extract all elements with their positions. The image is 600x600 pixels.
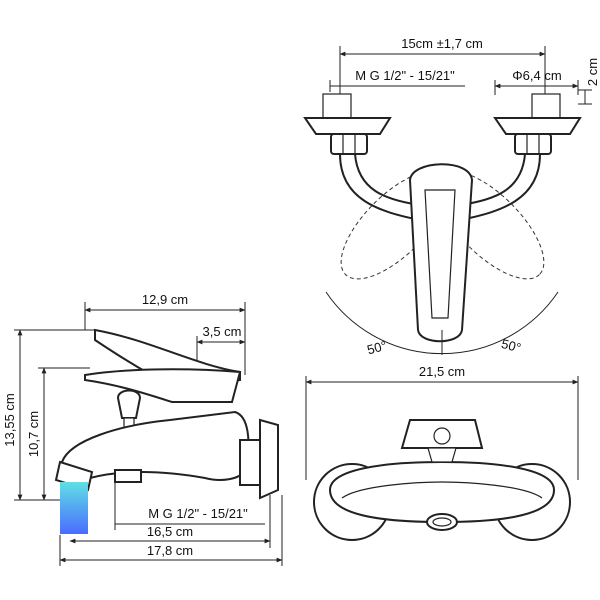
water-stream xyxy=(60,482,88,534)
side-connector xyxy=(239,439,261,486)
dim-diameter-label: Φ6,4 cm xyxy=(512,68,561,83)
body-arms xyxy=(338,153,542,221)
angle-left-label: 50° xyxy=(365,338,388,358)
diverter-knob xyxy=(116,389,142,419)
front-handle-base xyxy=(427,447,457,463)
top-view: 15cm ±1,7 cm M G 1/2" - 15/21" Φ6,4 cm 2… xyxy=(303,36,600,358)
dim-handle-length-label: 12,9 cm xyxy=(142,292,188,307)
dim-spout-label: 16,5 cm xyxy=(147,524,193,539)
dim-total-depth-label: 17,8 cm xyxy=(147,543,193,558)
angle-right-label: 50° xyxy=(500,336,523,356)
front-aerator-mesh xyxy=(432,517,452,527)
dim-overall-label: 15cm ±1,7 cm xyxy=(401,36,483,51)
dim-width-label: 21,5 cm xyxy=(419,364,465,379)
right-connector xyxy=(493,93,582,155)
dim-thread-label: M G 1/2" - 15/21" xyxy=(148,506,248,521)
left-connector xyxy=(303,93,392,155)
front-view: 21,5 cm xyxy=(305,364,579,541)
side-handle-lever xyxy=(84,368,242,403)
dim-height-label: 10,7 cm xyxy=(26,411,41,457)
dim-total-height-label: 13,55 cm xyxy=(2,393,17,446)
handle-inner xyxy=(424,189,456,319)
dim-thread-label: M G 1/2" - 15/21" xyxy=(355,68,455,83)
dim-handle-offset-label: 3,5 cm xyxy=(202,324,241,339)
dim-height-label: 2 cm xyxy=(585,58,600,86)
side-wall-plate xyxy=(259,418,279,500)
front-body-ridge xyxy=(341,481,543,499)
side-view: 12,9 cm 3,5 cm 13,55 cm 10,7 cm M G 1/2 xyxy=(2,292,283,566)
side-thread-fitting xyxy=(114,469,142,483)
front-handle-knob xyxy=(433,427,451,445)
